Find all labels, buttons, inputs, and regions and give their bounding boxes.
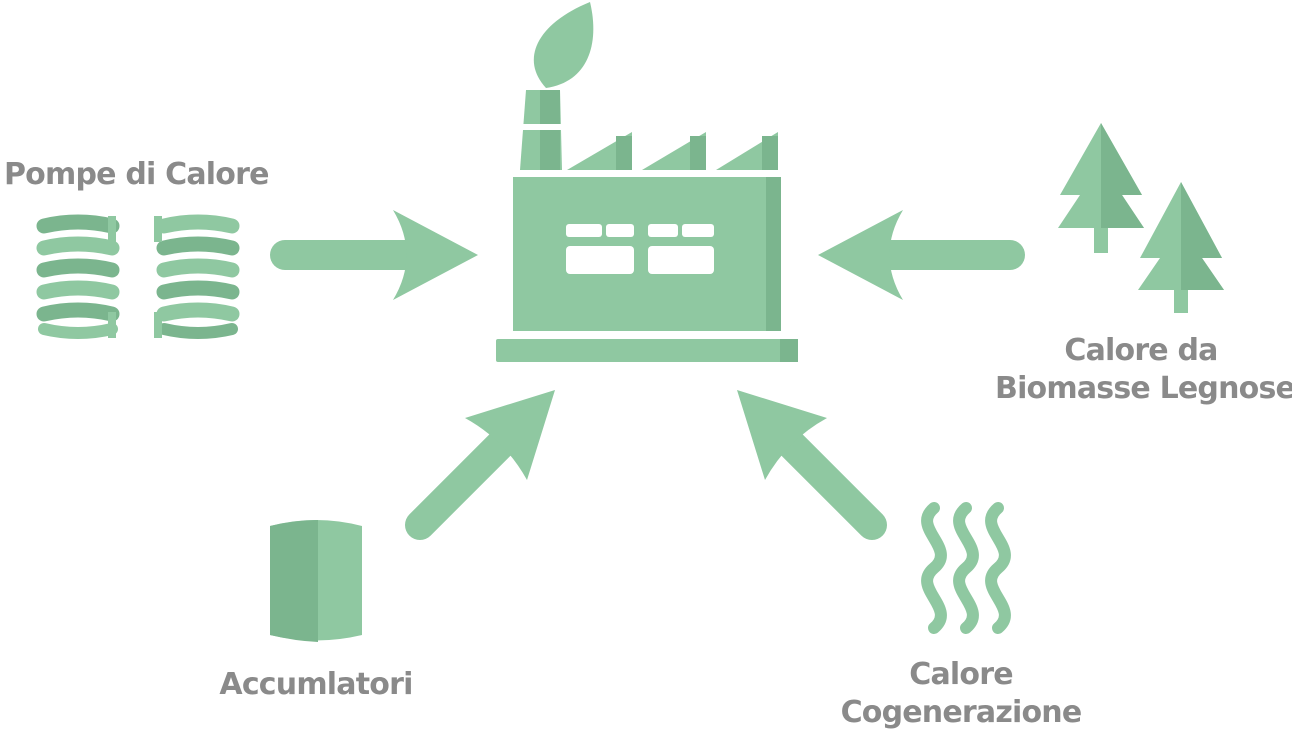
label-cogen-line-2: Cogenerazione xyxy=(840,695,1083,730)
label-calore-biomasse: Calore da Biomasse Legnose xyxy=(995,332,1292,408)
factory-icon xyxy=(496,2,798,362)
coil-left xyxy=(36,214,120,339)
factory-body xyxy=(513,177,781,331)
arrow-bottom-right-to-factory xyxy=(737,390,887,540)
heat-pump-coil-icon xyxy=(36,214,240,339)
factory-leaf xyxy=(533,2,594,88)
label-cogen-line-1: Calore xyxy=(909,657,1013,692)
label-accumulatori: Accumlatori xyxy=(219,667,413,702)
arrow-bottom-left-to-factory xyxy=(405,390,555,540)
heat-waves-icon xyxy=(921,502,1011,634)
label-biomasse-line-1: Calore da xyxy=(1064,333,1218,368)
storage-tank-icon xyxy=(270,520,362,642)
label-calore-cogenerazione: Calore Cogenerazione xyxy=(840,656,1083,732)
factory-roof-1 xyxy=(567,132,632,170)
arrows xyxy=(270,210,1025,540)
arrow-right-to-factory xyxy=(818,210,1025,300)
pine-tree-back xyxy=(1058,123,1144,253)
pine-trees-icon xyxy=(1058,123,1224,313)
label-pompe-di-calore: Pompe di Calore xyxy=(4,157,269,192)
factory-base xyxy=(496,339,798,362)
label-biomasse-line-2: Biomasse Legnose xyxy=(995,371,1292,406)
factory-windows xyxy=(566,224,714,274)
coil-right xyxy=(154,214,240,339)
arrow-left-to-factory xyxy=(270,210,478,300)
pine-tree-front xyxy=(1138,182,1224,313)
